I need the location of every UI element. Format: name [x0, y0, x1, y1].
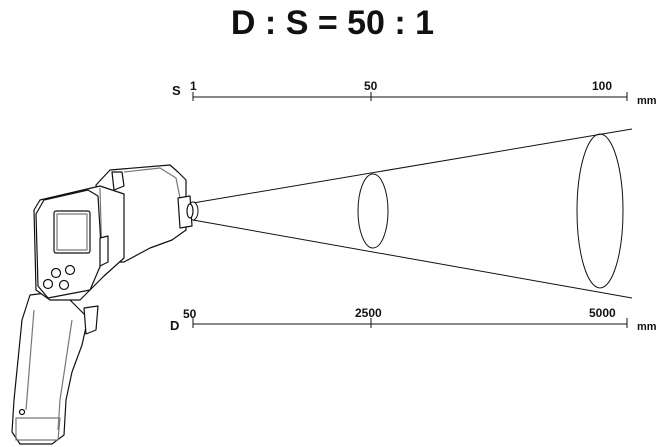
spot-tick-label: 100: [592, 79, 612, 93]
screw-icon: [18, 408, 26, 416]
distance-tick-label: 5000: [589, 306, 616, 320]
lens-icon: [186, 203, 194, 219]
distance-unit-label: mm: [637, 321, 657, 333]
spot-unit-label: mm: [637, 95, 657, 107]
lcd-inner-frame: [56, 213, 88, 251]
lens-housing: [177, 195, 193, 229]
spot-size-scale: S 1 50 100 mm: [172, 79, 657, 107]
cone-lower-edge: [192, 219, 633, 299]
measurement-cone: [187, 128, 633, 299]
ratio-title: D : S = 50 : 1: [230, 4, 435, 42]
trigger-icon: [83, 305, 99, 335]
device-button-icon: [58, 279, 70, 291]
device-handle: [11, 291, 89, 445]
spot-ellipse-far: [576, 133, 624, 289]
side-switch-icon: [99, 235, 109, 267]
lcd-display: [53, 210, 91, 254]
spot-tick-label: 1: [190, 79, 197, 93]
distance-axis-label: D: [170, 318, 179, 333]
distance-tick-label: 2500: [355, 306, 382, 320]
spot-ellipse-mid: [357, 173, 389, 249]
thermometer-device: [11, 164, 194, 445]
handle-groove-icon: [25, 309, 35, 411]
cone-upper-edge: [192, 128, 633, 204]
housing-contour-icon: [123, 167, 181, 199]
spot-tick-label: 50: [364, 79, 378, 93]
distance-scale: D 50 2500 5000 mm: [170, 306, 657, 333]
housing-ridge-icon: [111, 171, 125, 191]
battery-cover-icon: [15, 417, 61, 441]
spot-axis-label: S: [172, 83, 181, 98]
distance-tick-label: 50: [183, 307, 197, 321]
device-button-icon: [50, 267, 62, 279]
device-button-icon: [42, 278, 54, 290]
handle-groove-icon: [57, 319, 73, 431]
device-button-icon: [64, 264, 76, 276]
